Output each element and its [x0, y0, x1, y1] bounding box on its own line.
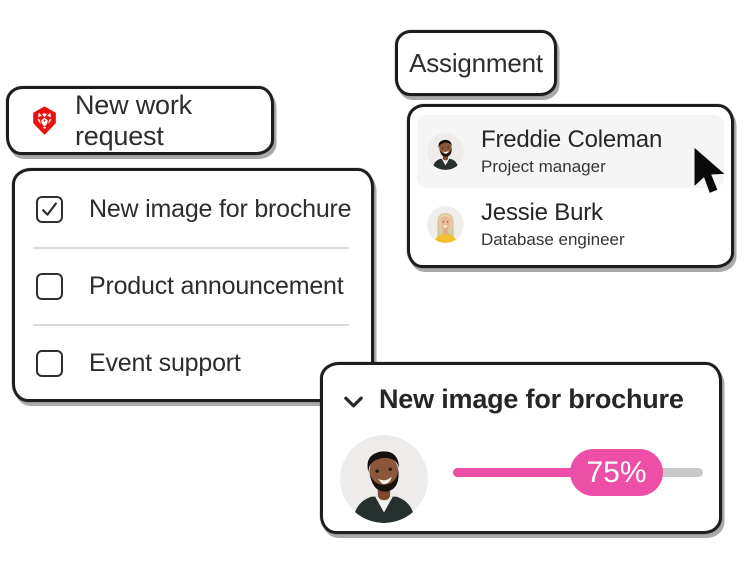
request-option-event[interactable]: Event support	[15, 326, 371, 401]
progress-value-label: 75%	[586, 455, 647, 489]
avatar-jessie-burk	[427, 206, 464, 243]
checkbox-checked-icon[interactable]	[36, 196, 63, 223]
new-work-request-label: New work request	[75, 89, 192, 151]
request-option-label: Product announcement	[89, 272, 344, 300]
request-option-announcement[interactable]: Product announcement	[15, 249, 371, 324]
assignee-name: Jessie Burk	[481, 199, 603, 226]
assignee-name: Freddie Coleman	[481, 126, 663, 153]
progress-value-pill[interactable]: 75%	[570, 449, 663, 496]
assignment-title: Assignment	[409, 47, 543, 78]
assignee-row-freddie-coleman[interactable]: Freddie Coleman Project manager	[417, 115, 724, 188]
request-option-label: New image for brochure	[89, 195, 352, 223]
assignee-role: Project manager	[481, 157, 606, 176]
avatar-freddie-coleman	[427, 133, 464, 170]
assignee-row-jessie-burk[interactable]: Jessie Burk Database engineer	[417, 188, 724, 261]
divider	[33, 247, 349, 249]
mouse-cursor-icon	[692, 146, 730, 198]
divider	[33, 324, 349, 326]
assignee-role: Database engineer	[481, 230, 625, 249]
request-option-brochure[interactable]: New image for brochure	[15, 172, 371, 247]
progress-fill	[453, 468, 619, 477]
avatar-task-assignee	[340, 435, 428, 523]
assignee-picker-card: Freddie Coleman Project manager	[407, 104, 734, 268]
assignment-label-card: Assignment	[395, 30, 557, 96]
checkbox-unchecked-icon[interactable]	[36, 350, 63, 377]
request-list-card: New image for brochure Product announcem…	[12, 168, 374, 402]
chevron-down-icon[interactable]	[342, 390, 365, 413]
workfront-lion-icon	[30, 106, 59, 135]
request-option-label: Event support	[89, 349, 241, 377]
task-progress-card: New image for brochure 75%	[320, 362, 722, 534]
checkbox-unchecked-icon[interactable]	[36, 273, 63, 300]
task-title: New image for brochure	[379, 384, 684, 414]
new-work-request-button[interactable]: New work request	[6, 86, 274, 155]
